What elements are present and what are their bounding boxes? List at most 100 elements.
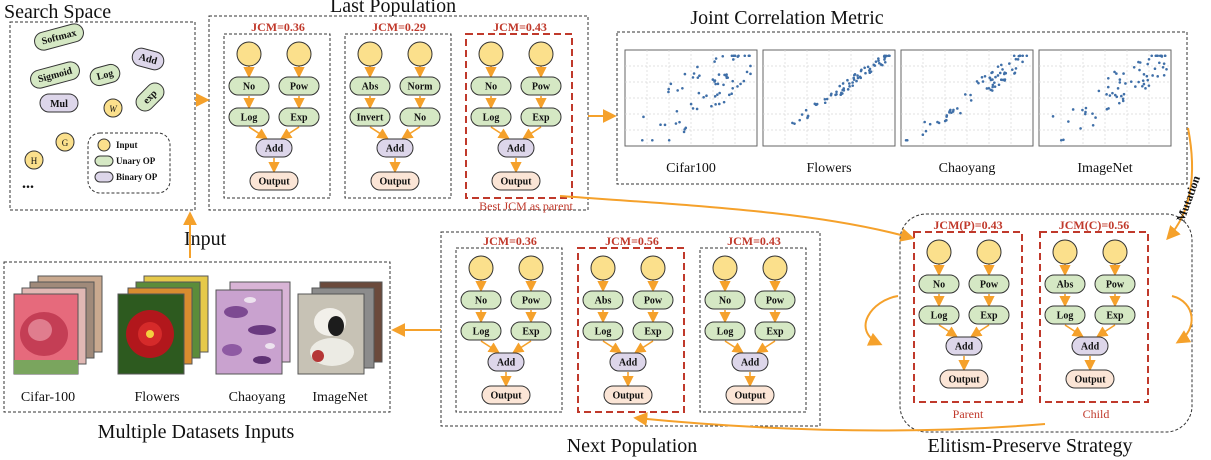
dataset-stack-flowers <box>117 275 209 375</box>
graph-output-node: Output <box>612 391 644 402</box>
graph-edge <box>490 126 510 140</box>
graph-output-node: Output <box>734 391 766 402</box>
scatter-point <box>1147 84 1151 87</box>
input-arrow-label: Input <box>184 228 227 250</box>
scatter-point <box>864 71 867 75</box>
scatter-point <box>713 95 717 98</box>
parent-caption: Parent <box>953 407 984 421</box>
scatter-point <box>717 73 721 76</box>
graph-edge <box>1096 324 1116 338</box>
graph-edges <box>1059 264 1121 372</box>
svg-text:G: G <box>62 138 69 148</box>
scatter-point <box>841 82 845 85</box>
scatter-point <box>1132 65 1136 69</box>
scatter-point <box>1111 91 1114 95</box>
scatter-point <box>732 58 735 61</box>
scatter-point <box>1163 54 1167 58</box>
scatter-point <box>739 82 742 86</box>
scatter-point <box>1025 54 1029 58</box>
graph-unary-node-shape <box>399 107 441 127</box>
graph-unary-node: Invert <box>357 113 384 124</box>
scatter-point <box>996 65 1000 68</box>
scatter-point <box>1145 74 1149 78</box>
graph-unary-node-shape <box>704 321 746 341</box>
scatter-point <box>1003 71 1006 75</box>
scatter-point <box>943 119 947 123</box>
dataset-stack-imagenet <box>297 281 383 375</box>
scatter-point <box>1124 82 1127 85</box>
scatter-point <box>815 103 819 106</box>
scatter-point <box>713 60 716 63</box>
graph-unary-node: Abs <box>362 82 379 93</box>
plot-label-4: ImageNet <box>1077 161 1132 176</box>
op-chip-sigmoid: Sigmoid <box>30 61 80 89</box>
scatter-point <box>669 82 673 86</box>
graph-edge <box>512 340 532 354</box>
graph-unary-node: Log <box>483 113 500 124</box>
scatter-point <box>663 123 667 127</box>
scatter-point <box>745 70 749 74</box>
scatter-point <box>1120 94 1123 98</box>
scatter-point <box>711 78 715 81</box>
scatter-point <box>1016 58 1020 61</box>
scatter-point <box>1162 62 1166 65</box>
graph-jcm-score: JCM=0.36 <box>251 20 305 34</box>
op-chip-add: Add <box>131 47 165 71</box>
graph-binary-node-shape <box>945 336 983 356</box>
scatter-point <box>695 107 699 111</box>
scatter-point <box>1161 66 1165 69</box>
scatter-point <box>924 129 928 133</box>
scatter-point <box>1137 60 1140 64</box>
last-population-title: Last Population <box>330 0 456 17</box>
scatter-point <box>866 65 870 69</box>
legend-unary-label: Unary OP <box>116 156 156 166</box>
graph-output-node-shape <box>939 369 989 389</box>
datasets-panel: Input <box>3 228 391 443</box>
scatter-point <box>1156 54 1159 58</box>
scatter-point <box>847 82 851 85</box>
scatter-point <box>851 81 854 84</box>
scatter-point <box>856 76 860 80</box>
graph-edge <box>522 126 542 140</box>
graph-unary-node: No <box>475 296 487 307</box>
multi-inputs-title: Multiple Datasets Inputs <box>98 421 295 443</box>
graph-unary-node-shape <box>968 305 1010 325</box>
scatter-point <box>722 100 726 104</box>
scatter-point <box>1146 62 1150 66</box>
best-parent-frame <box>465 33 573 199</box>
scatter-point <box>997 83 1001 87</box>
scatter-point <box>829 93 833 97</box>
scatter-point <box>1071 108 1075 111</box>
scatter-point <box>1097 89 1101 93</box>
scatter-point <box>835 92 838 96</box>
scatter-point <box>823 101 827 105</box>
graph-binary-node: Add <box>619 358 638 369</box>
op-chip-softmax: Softmax <box>34 23 84 51</box>
scatter-point <box>851 84 855 87</box>
scatter-point <box>838 84 842 88</box>
graph-unary-node-shape <box>754 290 796 310</box>
scatter-point <box>987 86 991 90</box>
scatter-point <box>1084 110 1087 114</box>
svg-text:Mul: Mul <box>50 99 68 110</box>
joint-metric-title: Joint Correlation Metric <box>690 7 883 29</box>
graph-jcm-score: JCM=0.36 <box>483 234 537 248</box>
plot-label-3: Chaoyang <box>939 161 996 176</box>
graph-unary-node: Abs <box>1057 280 1074 291</box>
graph-unary-node-shape <box>228 76 270 96</box>
scatter-point <box>1156 75 1160 78</box>
scatter-point <box>860 68 863 72</box>
scatter-point <box>877 57 880 60</box>
scatter-point <box>937 121 941 125</box>
scatter-point <box>1147 57 1151 61</box>
scatter-point <box>877 59 880 62</box>
scatter-point <box>1150 54 1154 58</box>
graph-unary-node: Exp <box>1106 311 1124 322</box>
svg-text:Log: Log <box>96 68 115 83</box>
scatter-point <box>1138 68 1141 72</box>
graph-binary-node: Add <box>1081 342 1100 353</box>
